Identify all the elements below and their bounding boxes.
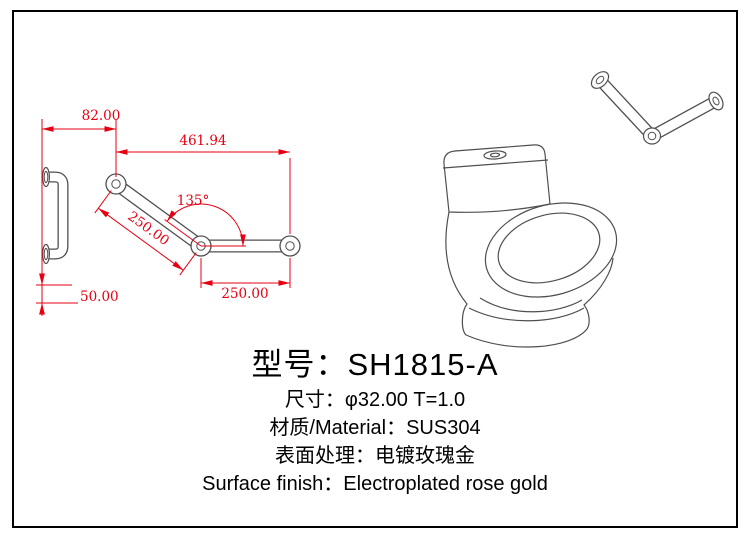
- toilet-flush-button-inner: [489, 152, 501, 158]
- toilet-seat-inner: [497, 212, 601, 284]
- front-flange-right-inner: [285, 241, 295, 251]
- spec-finish-en: Surface finish：Electroplated rose gold: [202, 473, 548, 495]
- toilet-body-outline: [445, 211, 614, 348]
- side-view-flange-top-inner: [43, 170, 49, 184]
- side-view-flange-top: [41, 166, 50, 188]
- dim-label-50: 50.00: [80, 289, 119, 305]
- bar3d-flange-right-inner: [712, 96, 720, 106]
- dim-label-82: 82.00: [82, 108, 121, 124]
- dim-line-250-diagonal: [98, 207, 184, 271]
- spec-text-block: 型号：SH1815-A 尺寸：φ32.00 T=1.0 材质/Material：…: [0, 344, 750, 498]
- dimension-annotations: [36, 119, 291, 316]
- spec-size: 尺寸：φ32.00 T=1.0: [284, 389, 466, 411]
- side-view-flange-bottom: [41, 243, 50, 265]
- toilet-tank-lid-seam: [442, 159, 549, 169]
- bar3d-flange-middle: [642, 127, 662, 145]
- grab-bar-3d-view: [590, 71, 724, 145]
- dim-ext-diag-1: [94, 190, 112, 214]
- side-view-flange-bottom-inner: [43, 247, 49, 261]
- toilet-base-seam: [468, 307, 585, 322]
- toilet-flush-button: [483, 150, 507, 160]
- dimension-labels: 82.00 461.94 135° 250.00 250.00 50.00: [80, 108, 269, 305]
- bar3d-flange-top: [590, 71, 610, 89]
- side-view-tube-core: [42, 172, 68, 259]
- dim-label-135: 135°: [177, 193, 210, 209]
- spec-finish-cn: 表面处理：电镀玫瑰金: [275, 445, 475, 467]
- dim-ext-diag-2: [179, 252, 197, 276]
- front-flange-right: [279, 235, 301, 257]
- dim-label-461: 461.94: [179, 133, 226, 149]
- line-drawings: [41, 71, 724, 348]
- angle-ray-diagonal: [164, 219, 202, 247]
- bar3d-flange-middle-inner: [647, 131, 657, 141]
- bar3d-tube-core: [595, 75, 721, 141]
- toilet-bowl-rim-line: [479, 297, 583, 313]
- spec-material: 材质/Material：SUS304: [269, 417, 481, 439]
- dim-label-250-horizontal: 250.00: [221, 286, 268, 302]
- model-title: 型号：SH1815-A: [251, 347, 499, 382]
- bar3d-flange-top-inner: [595, 75, 605, 85]
- grab-bar-side-view: [41, 166, 69, 265]
- bar3d-flange-right: [708, 91, 724, 111]
- front-flange-top-inner: [111, 179, 121, 189]
- toilet-drawing: [442, 144, 618, 348]
